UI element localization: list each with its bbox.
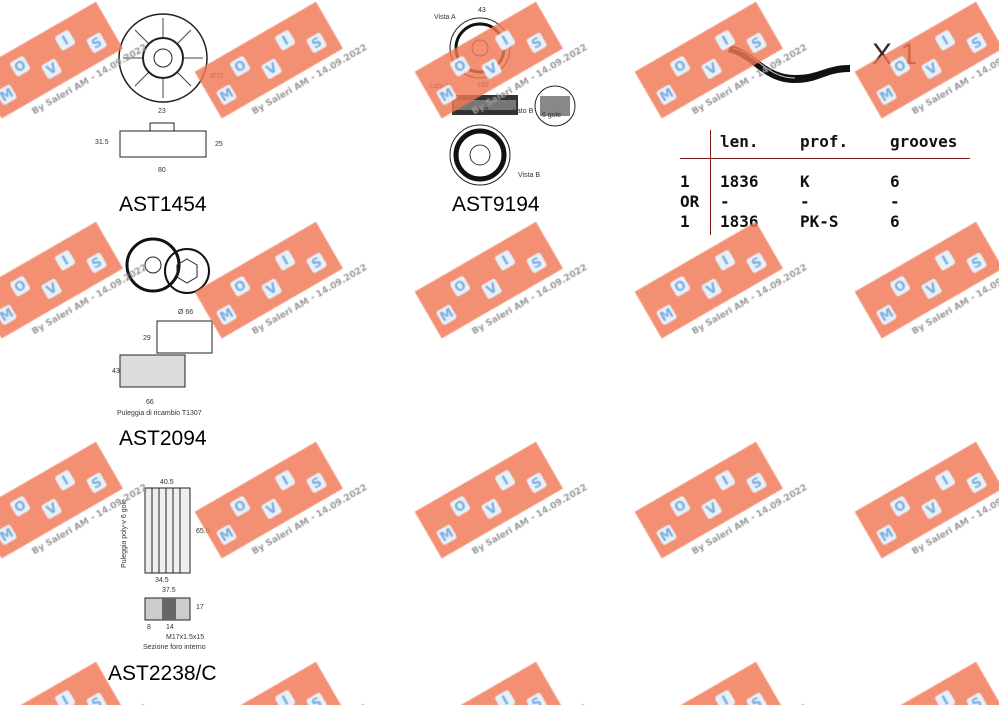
dim-label: 37.5 [162,587,176,594]
dim-label: 6 gole [542,112,562,119]
dim-label: Ø70 [210,73,224,80]
ast2094-drawing [119,237,213,388]
dim-label: 43 [112,368,120,375]
dim-label: 17 [196,604,204,611]
table-divider [680,158,970,159]
table-header: prof. [800,132,849,151]
part-code: AST9194 [452,193,540,216]
dim-label: Puleggia poly-v 6 gole [120,499,128,568]
ast9194-drawing [449,17,576,186]
dim-label: 80 [158,167,166,174]
dim-label: 31.5 [95,139,109,146]
ast2238c-drawing [144,487,191,621]
dim-label: 65.5 [196,528,210,535]
dim-label: 66 [146,399,154,406]
dim-label: Ø 66 [178,309,194,316]
dim-label: 25 [215,141,223,148]
dim-label: Lato B [513,108,534,115]
dim-label: 43 [478,7,486,14]
dim-label: 8 [147,624,151,631]
dim-label: 150 [477,82,489,89]
table-cell: PK-S [800,212,839,231]
table-header: grooves [890,132,958,151]
dim-label: Vista B [518,172,541,179]
table-cell: 1 [680,172,690,191]
table-cell: 1836 [720,172,759,191]
dim-label: Sezione foro interno [143,644,206,651]
part-code: AST1454 [119,193,207,216]
dim-label: M17x1.5x15 [166,634,205,641]
dim-label: 165 [477,107,489,114]
table-cell: OR [680,192,700,211]
table-divider [710,130,711,235]
dim-label: Vista A [434,14,456,21]
belt-image [728,45,850,83]
dim-label: 29 [143,335,151,342]
belt-quantity: X 1 [872,38,918,71]
dim-label: 14 [166,624,174,631]
table-header: len. [720,132,759,151]
table-cell: - [890,192,900,211]
dim-label: Puleggia di ricambio T1307 [117,410,202,417]
table-cell: K [800,172,810,191]
table-cell: 6 [890,212,900,231]
ast1454-drawing [118,13,208,158]
table-cell: - [720,192,730,211]
table-cell: - [800,192,810,211]
dim-label: 34.5 [155,577,169,584]
part-code: AST2094 [119,427,207,450]
dim-label: 40.5 [160,479,174,486]
dim-label: 23 [158,108,166,115]
table-cell: 6 [890,172,900,191]
table-cell: 1 [680,212,690,231]
part-code: AST2238/C [108,662,217,685]
table-cell: 1836 [720,212,759,231]
dim-label: Lato A [430,83,450,90]
